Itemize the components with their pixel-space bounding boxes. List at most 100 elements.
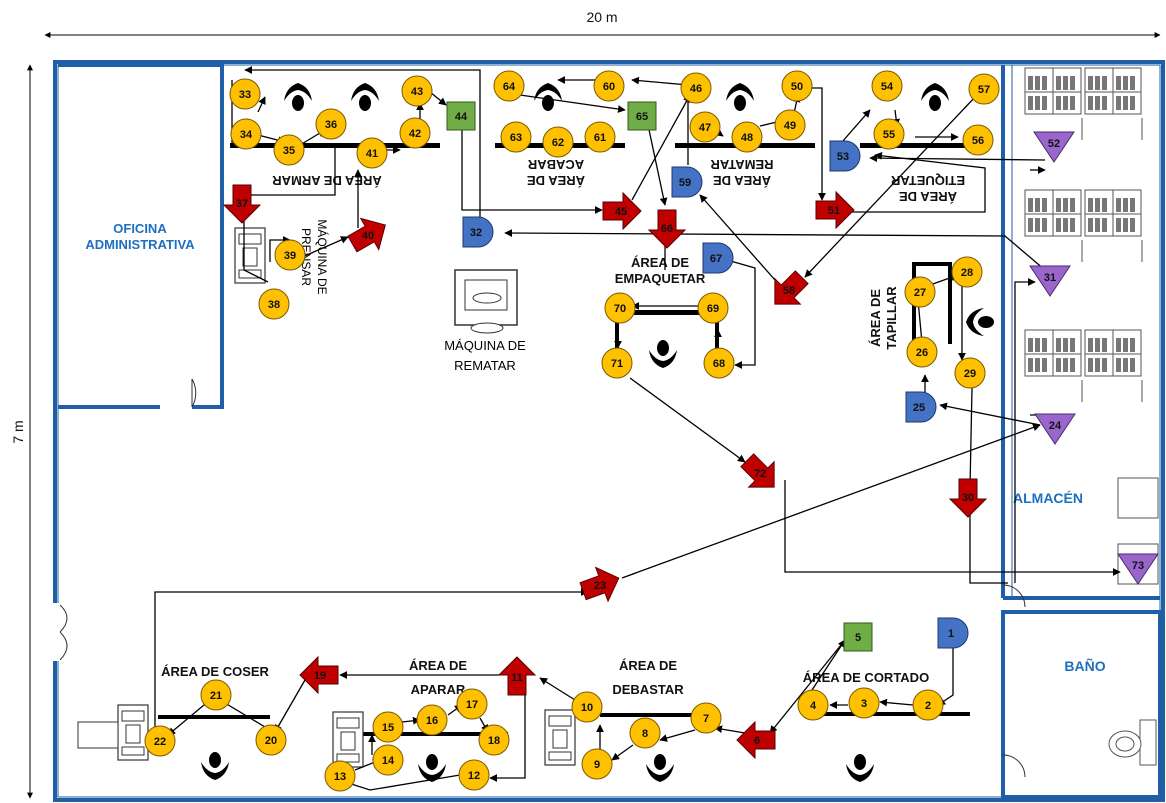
warehouse-label: ALMACÉN: [1013, 490, 1083, 506]
step-number: 57: [978, 84, 990, 96]
step-number: 20: [265, 735, 277, 747]
storage-step-24: 24: [1034, 413, 1076, 445]
step-number: 1: [948, 628, 954, 640]
operation-step-28: 28: [951, 256, 983, 288]
step-number: 38: [268, 299, 280, 311]
step-number: 45: [615, 206, 627, 218]
delay-step-25: 25: [905, 391, 937, 423]
area-labels: ÁREA DE ARMAR ÁREA DE ACABAR ÁREA DE REM…: [161, 157, 965, 697]
storage-step-73: 73: [1117, 553, 1159, 585]
transport-step-6: 6: [736, 720, 776, 760]
step-number: 8: [642, 728, 648, 740]
step-number: 18: [488, 735, 500, 747]
step-number: 62: [552, 137, 564, 149]
step-number: 68: [713, 358, 725, 370]
operation-step-71: 71: [601, 347, 633, 379]
operation-step-47: 47: [689, 111, 721, 143]
transport-step-72: 72: [740, 453, 775, 488]
step-number: 11: [511, 672, 523, 684]
operation-step-10: 10: [571, 691, 603, 723]
step-number: 47: [699, 122, 711, 134]
delay-step-67: 67: [702, 242, 734, 274]
operation-step-21: 21: [200, 679, 232, 711]
cortado-label: ÁREA DE CORTADO: [803, 670, 929, 685]
step-number: 31: [1044, 272, 1056, 284]
transport-step-19: 19: [299, 655, 339, 695]
operation-step-46: 46: [680, 72, 712, 104]
operation-step-43: 43: [401, 75, 433, 107]
step-number: 13: [334, 771, 346, 783]
step-number: 22: [154, 736, 166, 748]
empaquetar-label-1: ÁREA DE: [631, 255, 689, 270]
step-number: 33: [239, 89, 251, 101]
delay-step-53: 53: [829, 140, 861, 172]
step-number: 25: [913, 402, 925, 414]
step-number: 29: [964, 368, 976, 380]
step-number: 4: [810, 700, 817, 712]
step-number: 14: [382, 755, 395, 767]
step-number: 44: [455, 111, 468, 123]
maquina-rematar-label-1: MÁQUINA DE: [444, 338, 526, 353]
operation-step-55: 55: [873, 118, 905, 150]
maquina-rematar-label-2: REMATAR: [454, 358, 516, 373]
step-number: 7: [703, 713, 709, 725]
operation-step-13: 13: [324, 760, 356, 792]
operation-step-64: 64: [493, 70, 525, 102]
step-number: 73: [1132, 560, 1144, 572]
entrance-door[interactable]: [52, 603, 68, 661]
warehouse-room: ALMACÉN: [1001, 65, 1160, 608]
operation-step-15: 15: [372, 711, 404, 743]
step-number: 69: [707, 303, 719, 315]
office-label-2: ADMINISTRATIVA: [85, 237, 195, 252]
process-markers: 2347891012131415161718202122262728293334…: [144, 70, 1159, 792]
empaquetar-label-2: EMPAQUETAR: [615, 271, 706, 286]
rematar-label-2: REMATAR: [710, 157, 774, 172]
transport-step-45: 45: [602, 191, 642, 231]
step-number: 41: [366, 148, 378, 160]
step-number: 32: [470, 227, 482, 239]
operation-step-69: 69: [697, 292, 729, 324]
inspection-step-44: 44: [446, 101, 476, 131]
debastar-label-2: DEBASTAR: [612, 682, 684, 697]
step-number: 51: [828, 205, 840, 217]
acabar-label-2: ACABAR: [527, 157, 584, 172]
operation-step-2: 2: [912, 689, 944, 721]
step-number: 3: [861, 698, 867, 710]
bathroom-room: BAÑO: [1001, 610, 1162, 799]
operation-step-29: 29: [954, 357, 986, 389]
step-number: 67: [710, 253, 722, 265]
delay-step-59: 59: [671, 166, 703, 198]
machines: [77, 227, 576, 768]
step-number: 6: [754, 735, 760, 747]
step-number: 37: [236, 198, 248, 210]
step-number: 63: [510, 132, 522, 144]
operation-step-54: 54: [871, 70, 903, 102]
operation-step-12: 12: [458, 759, 490, 791]
operation-step-41: 41: [356, 137, 388, 169]
operation-step-56: 56: [962, 124, 994, 156]
transport-step-40: 40: [347, 217, 386, 253]
operation-step-57: 57: [968, 73, 1000, 105]
operation-step-17: 17: [456, 688, 488, 720]
step-number: 55: [883, 129, 895, 141]
step-number: 61: [594, 132, 606, 144]
prensar-label-1: MÁQUINA DE: [315, 219, 330, 294]
step-number: 23: [594, 580, 606, 592]
step-number: 12: [468, 770, 480, 782]
etiquetar-label-1: ÁREA DE: [899, 189, 957, 204]
acabar-label-1: ÁREA DE: [527, 173, 585, 188]
transport-step-37: 37: [222, 184, 262, 224]
etiquetar-label-2: ETIQUETAR: [890, 173, 965, 188]
step-number: 70: [614, 303, 626, 315]
step-number: 48: [741, 132, 753, 144]
transport-step-58: 58: [774, 270, 809, 305]
operation-step-62: 62: [542, 126, 574, 158]
delay-step-1: 1: [937, 617, 969, 649]
step-number: 24: [1049, 420, 1062, 432]
step-number: 2: [925, 700, 931, 712]
step-number: 72: [754, 468, 766, 480]
step-number: 30: [962, 492, 974, 504]
step-number: 59: [679, 177, 691, 189]
transport-step-51: 51: [815, 190, 855, 230]
rematar-label-1: ÁREA DE: [713, 173, 771, 188]
